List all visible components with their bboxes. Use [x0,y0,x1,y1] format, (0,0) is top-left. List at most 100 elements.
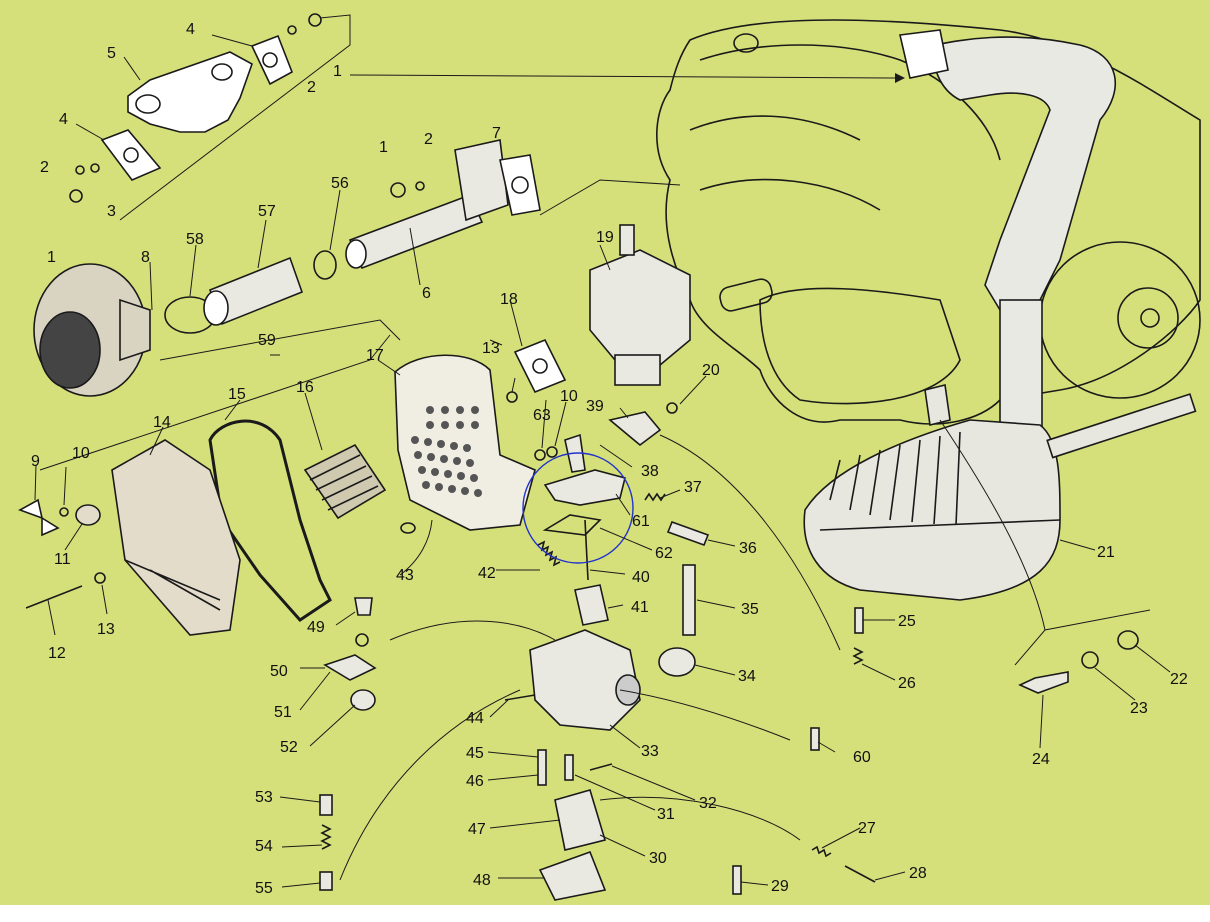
exhaust-pipe [933,36,1116,311]
bolt-49 [354,597,373,616]
engine-boss [733,33,759,53]
air-intake-group [33,139,681,397]
bolt-24 [1018,671,1069,694]
part-number: 33 [641,743,659,760]
part-number: 19 [596,229,614,246]
slide-41 [574,584,609,626]
crankcase [759,287,961,405]
gasket-15 [208,419,332,622]
muffler-bracket [924,384,951,426]
part-number: 45 [466,745,484,762]
arrow-to-exhaust-port [349,74,901,79]
stud-35 [682,564,696,636]
part-number: 21 [1097,544,1115,561]
part-number: 58 [186,231,204,248]
engine-outline [656,19,1201,425]
part-number: 20 [702,362,720,379]
screw-44 [504,694,536,701]
washer-50 [355,633,369,647]
group-boundary-line [339,689,521,881]
part-number: 23 [1130,700,1148,717]
cover-plate-rib [124,559,221,611]
part-number: 7 [492,125,501,142]
part-number: 24 [1032,751,1050,768]
part-number: 41 [631,599,649,616]
needle-40 [584,519,589,581]
washer-22 [1117,630,1139,650]
page-bottom-strip [0,905,1210,922]
muffler-hardware [939,419,1151,694]
spring-26 [852,647,864,665]
wing-nut-9 [18,498,60,537]
carburettor-19-lever [619,224,635,256]
carburettor-inlet [615,674,641,706]
part-number: 57 [258,203,276,220]
split-pin-12 [25,585,83,609]
grommet-43 [400,522,416,534]
group-boundary-line [159,319,401,361]
spring-42 [537,540,561,567]
part-number: 1 [47,249,56,266]
group-boundary-line [619,689,791,741]
part-number: 44 [466,710,484,727]
part-number: 2 [40,159,49,176]
part-number: 48 [473,872,491,889]
part-number: 10 [560,388,578,405]
part-number: 54 [255,838,273,855]
part-number: 18 [500,291,518,308]
clamp-34 [658,647,696,677]
muffler-seam [819,519,1061,531]
part-number: 13 [97,621,115,638]
part-number: 40 [632,569,650,586]
part-number: 52 [280,739,298,756]
throttle-linkage-group [522,402,841,651]
exhaust-downpipe [999,299,1043,431]
washer-10b [546,446,558,458]
part-number: 2 [424,131,433,148]
part-number: 4 [186,21,195,38]
part-number: 56 [331,175,349,192]
washer [287,25,297,35]
inlet-manifold-group [69,13,905,221]
muffler-assembly [803,384,1197,601]
screw-20 [666,402,678,414]
air-filter-mouth [39,311,101,389]
exhaust-flange [899,29,949,79]
carburettor-upper [506,224,691,403]
part-number: 3 [107,203,116,220]
spring-washer-23 [1081,651,1099,669]
nut [308,13,322,27]
spring-54 [320,824,332,850]
part-number: 12 [48,645,66,662]
intake-pipe-end [345,239,367,269]
part-number: 53 [255,789,273,806]
filter-52 [350,689,376,711]
intake-gasket-7 [499,154,541,216]
part-numbers: 1 2 4 5 4 2 3 1 8 58 57 56 1 2 7 6 19 18… [31,21,1188,897]
group-boundary-line [939,419,1046,631]
part-number: 36 [739,540,757,557]
part-number: 50 [270,663,288,680]
part-number: 37 [684,479,702,496]
pin-32 [589,763,613,771]
part-number: 42 [478,565,496,582]
arrow-head [895,73,905,83]
intake-stub [719,278,773,312]
filter-element-16 [303,443,387,520]
screw-29 [732,865,742,895]
part-number: 35 [741,601,759,618]
part-number: 4 [59,111,68,128]
engine-fin-line [699,178,881,211]
spring-37 [644,492,666,502]
screw-36 [666,520,710,547]
inlet-elbow-port [211,63,233,81]
washer [415,181,425,191]
manifold-gasket-lower [100,129,162,181]
part-number: 47 [468,821,486,838]
carburettor-lower [319,564,876,901]
group-boundary-line [539,179,681,216]
flywheel-hub [1117,287,1179,349]
part-number: 43 [396,567,414,584]
part-number: 62 [655,545,673,562]
